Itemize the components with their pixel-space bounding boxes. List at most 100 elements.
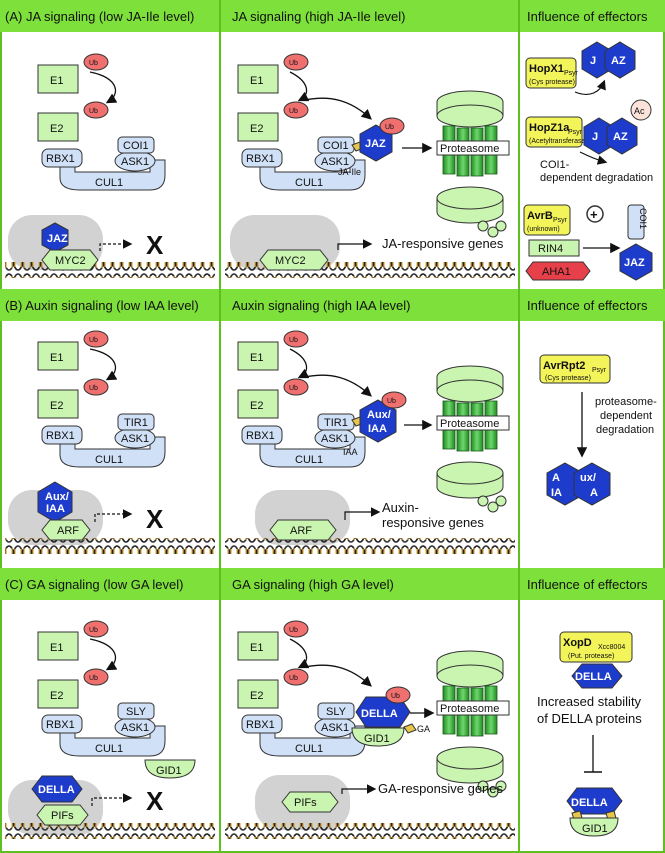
svg-text:X: X bbox=[146, 504, 164, 534]
svg-text:PIFs: PIFs bbox=[51, 810, 74, 822]
svg-text:Ub: Ub bbox=[289, 385, 298, 392]
svg-text:AZ: AZ bbox=[611, 55, 626, 67]
svg-text:E1: E1 bbox=[50, 642, 63, 654]
svg-text:COI1: COI1 bbox=[323, 140, 349, 152]
svg-text:GID1: GID1 bbox=[156, 765, 182, 777]
svg-text:Increased stability: Increased stability bbox=[537, 694, 642, 709]
svg-text:IAA: IAA bbox=[46, 503, 65, 515]
svg-text:Psyr: Psyr bbox=[564, 70, 579, 77]
gid1-receptor bbox=[144, 759, 196, 779]
svg-text:Ub: Ub bbox=[89, 385, 98, 392]
svg-text:AvrB: AvrB bbox=[527, 210, 553, 222]
svg-text:RBX1: RBX1 bbox=[246, 153, 275, 165]
svg-text:(unknown): (unknown) bbox=[527, 226, 560, 233]
svg-text:degradation: degradation bbox=[596, 424, 654, 436]
svg-text:ASK1: ASK1 bbox=[321, 433, 349, 445]
svg-text:A: A bbox=[552, 472, 560, 484]
svg-text:SLY: SLY bbox=[126, 706, 147, 718]
svg-text:Ub: Ub bbox=[391, 693, 400, 700]
svg-text:GID1: GID1 bbox=[582, 823, 608, 835]
svg-text:TIR1: TIR1 bbox=[124, 417, 148, 429]
svg-text:ARF: ARF bbox=[290, 525, 312, 537]
svg-text:COI1-: COI1- bbox=[540, 159, 570, 171]
svg-text:E2: E2 bbox=[250, 123, 263, 135]
svg-text:AHA1: AHA1 bbox=[542, 266, 571, 278]
panel-b-right-title: Influence of effectors bbox=[527, 298, 648, 313]
svg-text:Ub: Ub bbox=[289, 627, 298, 634]
svg-text:COI1: COI1 bbox=[123, 140, 149, 152]
svg-text:IA: IA bbox=[551, 487, 562, 499]
svg-text:ux/: ux/ bbox=[580, 472, 596, 484]
svg-text:ASK1: ASK1 bbox=[321, 156, 349, 168]
svg-text:JAZ: JAZ bbox=[47, 233, 68, 245]
hopx1-effector bbox=[525, 57, 577, 89]
svg-text:GA-responsive genes: GA-responsive genes bbox=[378, 781, 504, 796]
svg-text:Ac: Ac bbox=[634, 106, 645, 116]
svg-text:responsive genes: responsive genes bbox=[382, 515, 484, 530]
svg-text:X: X bbox=[146, 786, 164, 816]
panel-c-effectors: XopD Xcc8004 (Put. protease) DELLA Incre… bbox=[537, 631, 642, 837]
panel-a-left-title: (A) JA signaling (low JA-Ile level) bbox=[5, 9, 194, 24]
rin4-box bbox=[528, 239, 580, 257]
svg-text:CUL1: CUL1 bbox=[295, 743, 323, 755]
svg-text:Xcc8004: Xcc8004 bbox=[598, 644, 625, 651]
svg-text:dependent: dependent bbox=[600, 410, 652, 422]
panel-b-mid-title: Auxin signaling (high IAA level) bbox=[232, 298, 411, 313]
myc2-tf bbox=[41, 249, 99, 271]
svg-text:J: J bbox=[590, 55, 596, 67]
svg-text:Ub: Ub bbox=[387, 398, 396, 405]
svg-text:MYC2: MYC2 bbox=[55, 255, 86, 267]
svg-text:RIN4: RIN4 bbox=[538, 243, 563, 255]
ub-tag bbox=[83, 53, 109, 71]
svg-text:Auxin-: Auxin- bbox=[382, 500, 419, 515]
svg-text:Ub: Ub bbox=[89, 337, 98, 344]
svg-text:RBX1: RBX1 bbox=[46, 719, 75, 731]
svg-text:COI1: COI1 bbox=[638, 208, 648, 229]
svg-text:Ub: Ub bbox=[89, 627, 98, 634]
svg-text:ASK1: ASK1 bbox=[121, 156, 149, 168]
svg-text:A: A bbox=[590, 487, 598, 499]
svg-text:ASK1: ASK1 bbox=[121, 433, 149, 445]
svg-text:(Cys protease): (Cys protease) bbox=[545, 375, 591, 382]
svg-text:TIR1: TIR1 bbox=[324, 417, 348, 429]
svg-text:RBX1: RBX1 bbox=[46, 153, 75, 165]
svg-text:AZ: AZ bbox=[613, 131, 628, 143]
panel-c-left-title: (C) GA signaling (low GA level) bbox=[5, 577, 183, 592]
svg-text:J: J bbox=[592, 131, 598, 143]
panel-c-mid-title: GA signaling (high GA level) bbox=[232, 577, 394, 592]
e1-box bbox=[37, 64, 79, 94]
blocked-x: X bbox=[146, 230, 164, 260]
panel-a: (A) JA signaling (low JA-Ile level) JA s… bbox=[0, 0, 665, 289]
svg-text:E2: E2 bbox=[250, 690, 263, 702]
svg-text:CUL1: CUL1 bbox=[95, 177, 123, 189]
panel-c-high-pathway: E1 Ub E2 Ub CUL1 RBX1 ASK1 SLY DELLA Ub … bbox=[225, 620, 515, 839]
svg-text:IAA: IAA bbox=[368, 423, 387, 435]
svg-text:JAZ: JAZ bbox=[624, 257, 645, 269]
svg-text:CUL1: CUL1 bbox=[295, 177, 323, 189]
svg-text:proteasome-: proteasome- bbox=[595, 396, 657, 408]
svg-text:E1: E1 bbox=[250, 352, 263, 364]
svg-text:HopZ1a: HopZ1a bbox=[529, 122, 570, 134]
proteasome-label: Proteasome bbox=[440, 143, 499, 155]
svg-text:XopD: XopD bbox=[563, 637, 592, 649]
xopd-effector bbox=[559, 631, 633, 663]
svg-text:DELLA: DELLA bbox=[361, 708, 398, 720]
panel-a-low-pathway: E1 Ub E2 Ub CUL1 RBX1 ASK1 COI1 JAZ MYC2… bbox=[5, 53, 215, 278]
svg-text:ARF: ARF bbox=[57, 525, 79, 537]
e1-label: E1 bbox=[50, 75, 63, 87]
avrrpt2-effector bbox=[539, 354, 611, 384]
svg-text:CUL1: CUL1 bbox=[295, 454, 323, 466]
panel-a-right-title: Influence of effectors bbox=[527, 9, 648, 24]
svg-text:(Acetyltransferase): (Acetyltransferase) bbox=[529, 138, 588, 145]
svg-text:CUL1: CUL1 bbox=[95, 454, 123, 466]
coi1-box bbox=[117, 136, 155, 154]
rbx1-box bbox=[41, 148, 83, 168]
svg-text:Psyr: Psyr bbox=[592, 367, 607, 374]
cul1-box bbox=[59, 159, 166, 191]
svg-text:(Put. protease): (Put. protease) bbox=[568, 653, 614, 660]
svg-text:E1: E1 bbox=[250, 642, 263, 654]
panel-b-effectors: AvrRpt2 Psyr (Cys protease) proteasome- … bbox=[539, 354, 657, 506]
panel-c: (C) GA signaling (low GA level) GA signa… bbox=[0, 568, 665, 852]
panel-c-header bbox=[0, 568, 665, 600]
